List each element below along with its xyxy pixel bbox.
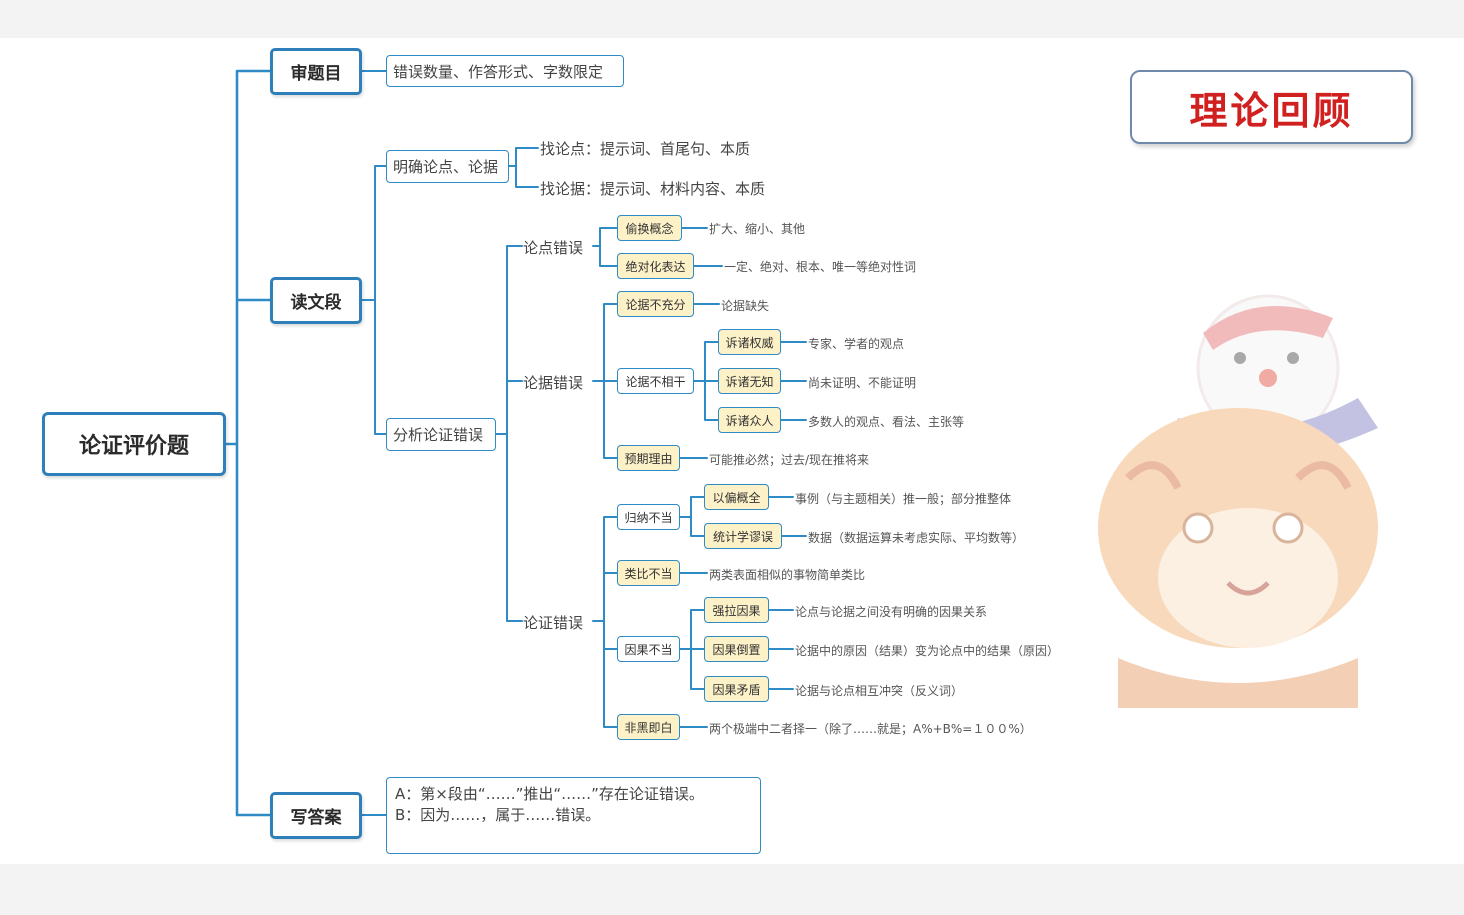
detail-concept-shift: 扩大、缩小、其他 <box>709 222 806 236</box>
tag-contradictory-causality[interactable]: 因果矛盾 <box>704 676 769 702</box>
review-badge: 理论回顾 <box>1130 70 1413 144</box>
detail-reversed-causality: 论据中的原因（结果）变为论点中的结果（原因） <box>795 644 1060 658</box>
tag-concept-shift[interactable]: 偷换概念 <box>617 215 682 241</box>
detail-absolute-expression: 一定、绝对、根本、唯一等绝对性词 <box>724 260 917 274</box>
detail-false-analogy: 两类表面相似的事物简单类比 <box>709 568 866 582</box>
clarify-item-1: 找论点：提示词、首尾句、本质 <box>540 140 751 158</box>
root-node[interactable]: 论证评价题 <box>42 412 226 476</box>
detail-appeal-ignorance: 尚未证明、不能证明 <box>808 376 917 390</box>
tag-reversed-causality[interactable]: 因果倒置 <box>704 636 769 662</box>
detail-insufficient-evidence: 论据缺失 <box>721 299 770 313</box>
argument-error-node[interactable]: 论证错误 <box>523 614 584 632</box>
write-node[interactable]: 写答案 <box>270 792 362 839</box>
tag-statistical-fallacy[interactable]: 统计学谬误 <box>704 523 782 549</box>
detail-appeal-authority: 专家、学者的观点 <box>808 337 905 351</box>
clarify-item-2: 找论据：提示词、材料内容、本质 <box>540 180 766 198</box>
analyze-node[interactable]: 分析论证错误 <box>386 418 496 451</box>
tag-hasty-generalization[interactable]: 以偏概全 <box>704 484 769 510</box>
tag-improper-induction[interactable]: 归纳不当 <box>617 504 680 530</box>
review-detail[interactable]: 错误数量、作答形式、字数限定 <box>386 55 624 87</box>
detail-false-dilemma: 两个极端中二者择一（除了……就是；A%+B%=１００%） <box>709 722 1032 736</box>
detail-hasty-generalization: 事例（与主题相关）推一般；部分推整体 <box>795 492 1012 506</box>
tag-false-dilemma[interactable]: 非黑即白 <box>617 714 680 740</box>
tag-presumed-reason[interactable]: 预期理由 <box>617 445 680 471</box>
detail-contradictory-causality: 论据与论点相互冲突（反义词） <box>795 684 964 698</box>
tag-insufficient-evidence[interactable]: 论据不充分 <box>617 291 694 317</box>
answer-line-b: B：因为……，属于……错误。 <box>395 806 601 824</box>
tag-irrelevant-evidence[interactable]: 论据不相干 <box>617 368 694 394</box>
detail-statistical-fallacy: 数据（数据运算未考虑实际、平均数等） <box>808 531 1025 545</box>
tag-appeal-popularity[interactable]: 诉诸众人 <box>718 407 781 433</box>
evidence-error-node[interactable]: 论据错误 <box>523 374 584 392</box>
read-node[interactable]: 读文段 <box>270 277 362 324</box>
tag-forced-causality[interactable]: 强拉因果 <box>704 597 769 623</box>
tag-improper-causality[interactable]: 因果不当 <box>617 636 680 662</box>
tag-false-analogy[interactable]: 类比不当 <box>617 560 680 586</box>
mascot-illustration <box>1098 294 1378 708</box>
clarify-node[interactable]: 明确论点、论据 <box>386 150 509 183</box>
review-node[interactable]: 审题目 <box>270 48 362 95</box>
detail-presumed-reason: 可能推必然；过去/现在推将来 <box>709 453 870 467</box>
tag-absolute-expression[interactable]: 绝对化表达 <box>617 253 694 279</box>
detail-forced-causality: 论点与论据之间没有明确的因果关系 <box>795 605 988 619</box>
point-error-node[interactable]: 论点错误 <box>523 239 584 257</box>
detail-appeal-popularity: 多数人的观点、看法、主张等 <box>808 415 965 429</box>
tag-appeal-authority[interactable]: 诉诸权威 <box>718 329 781 355</box>
answer-box[interactable]: A：第×段由“……”推出“……”存在论证错误。 B：因为……，属于……错误。 <box>386 777 761 854</box>
answer-line-a: A：第×段由“……”推出“……”存在论证错误。 <box>395 785 704 803</box>
tag-appeal-ignorance[interactable]: 诉诸无知 <box>718 368 781 394</box>
